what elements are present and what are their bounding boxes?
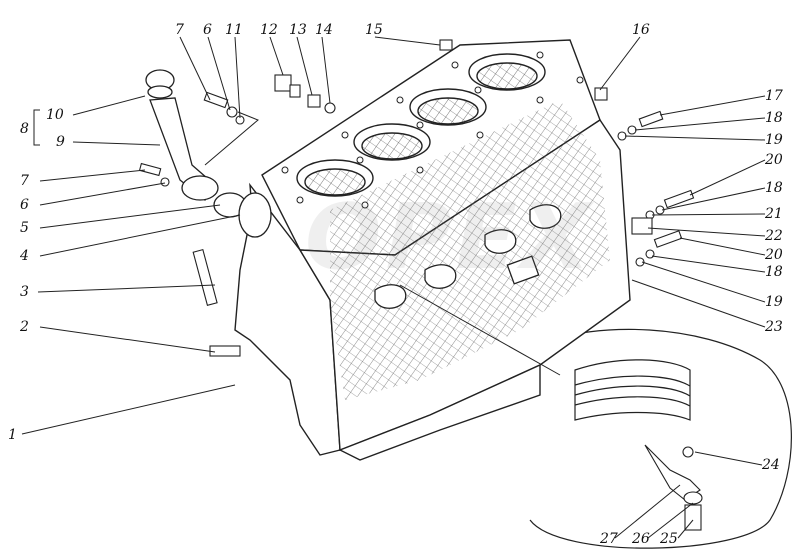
callout-22: 22 [765,228,783,244]
watermark: OPEX [305,185,595,290]
callout-18-c: 18 [765,264,783,280]
callout-21: 21 [765,206,783,222]
water-pipe [145,69,272,238]
callout-5: 5 [20,220,29,236]
cylinder-liner-detail [574,359,691,421]
callout-6-left: 6 [20,197,29,213]
callout-15: 15 [365,22,383,38]
callout-16: 16 [632,22,650,38]
callout-14: 14 [315,22,333,38]
callout-25: 25 [660,531,678,547]
callout-7-left: 7 [20,173,29,189]
callout-18-b: 18 [765,180,783,196]
callout-1: 1 [8,427,17,443]
callout-26: 26 [632,531,650,547]
callout-12: 12 [260,22,278,38]
callout-3: 3 [20,284,29,300]
side-openings [374,204,562,309]
callout-24: 24 [762,457,780,473]
callout-4: 4 [20,248,29,264]
callout-6-top: 6 [203,22,212,38]
detail-circle [529,328,792,549]
callout-20-a: 20 [765,152,783,168]
side-hatch-area [330,100,610,400]
callout-13: 13 [289,22,307,38]
bolt-holes [281,51,584,209]
callout-9: 9 [56,134,65,150]
callout-17: 17 [765,88,783,104]
callout-18-a: 18 [765,110,783,126]
callout-20-b: 20 [765,247,783,263]
callout-7-top: 7 [175,22,184,38]
cylinder-bores [296,53,546,197]
callout-11: 11 [225,22,243,38]
callout-23: 23 [765,319,783,335]
callout-2: 2 [20,319,29,335]
leader-lines [21,36,766,539]
callout-27: 27 [600,531,618,547]
callout-8: 8 [20,121,29,137]
small-parts [138,39,703,531]
callout-10: 10 [46,107,64,123]
callout-19-b: 19 [765,294,783,310]
callout-19-a: 19 [765,132,783,148]
